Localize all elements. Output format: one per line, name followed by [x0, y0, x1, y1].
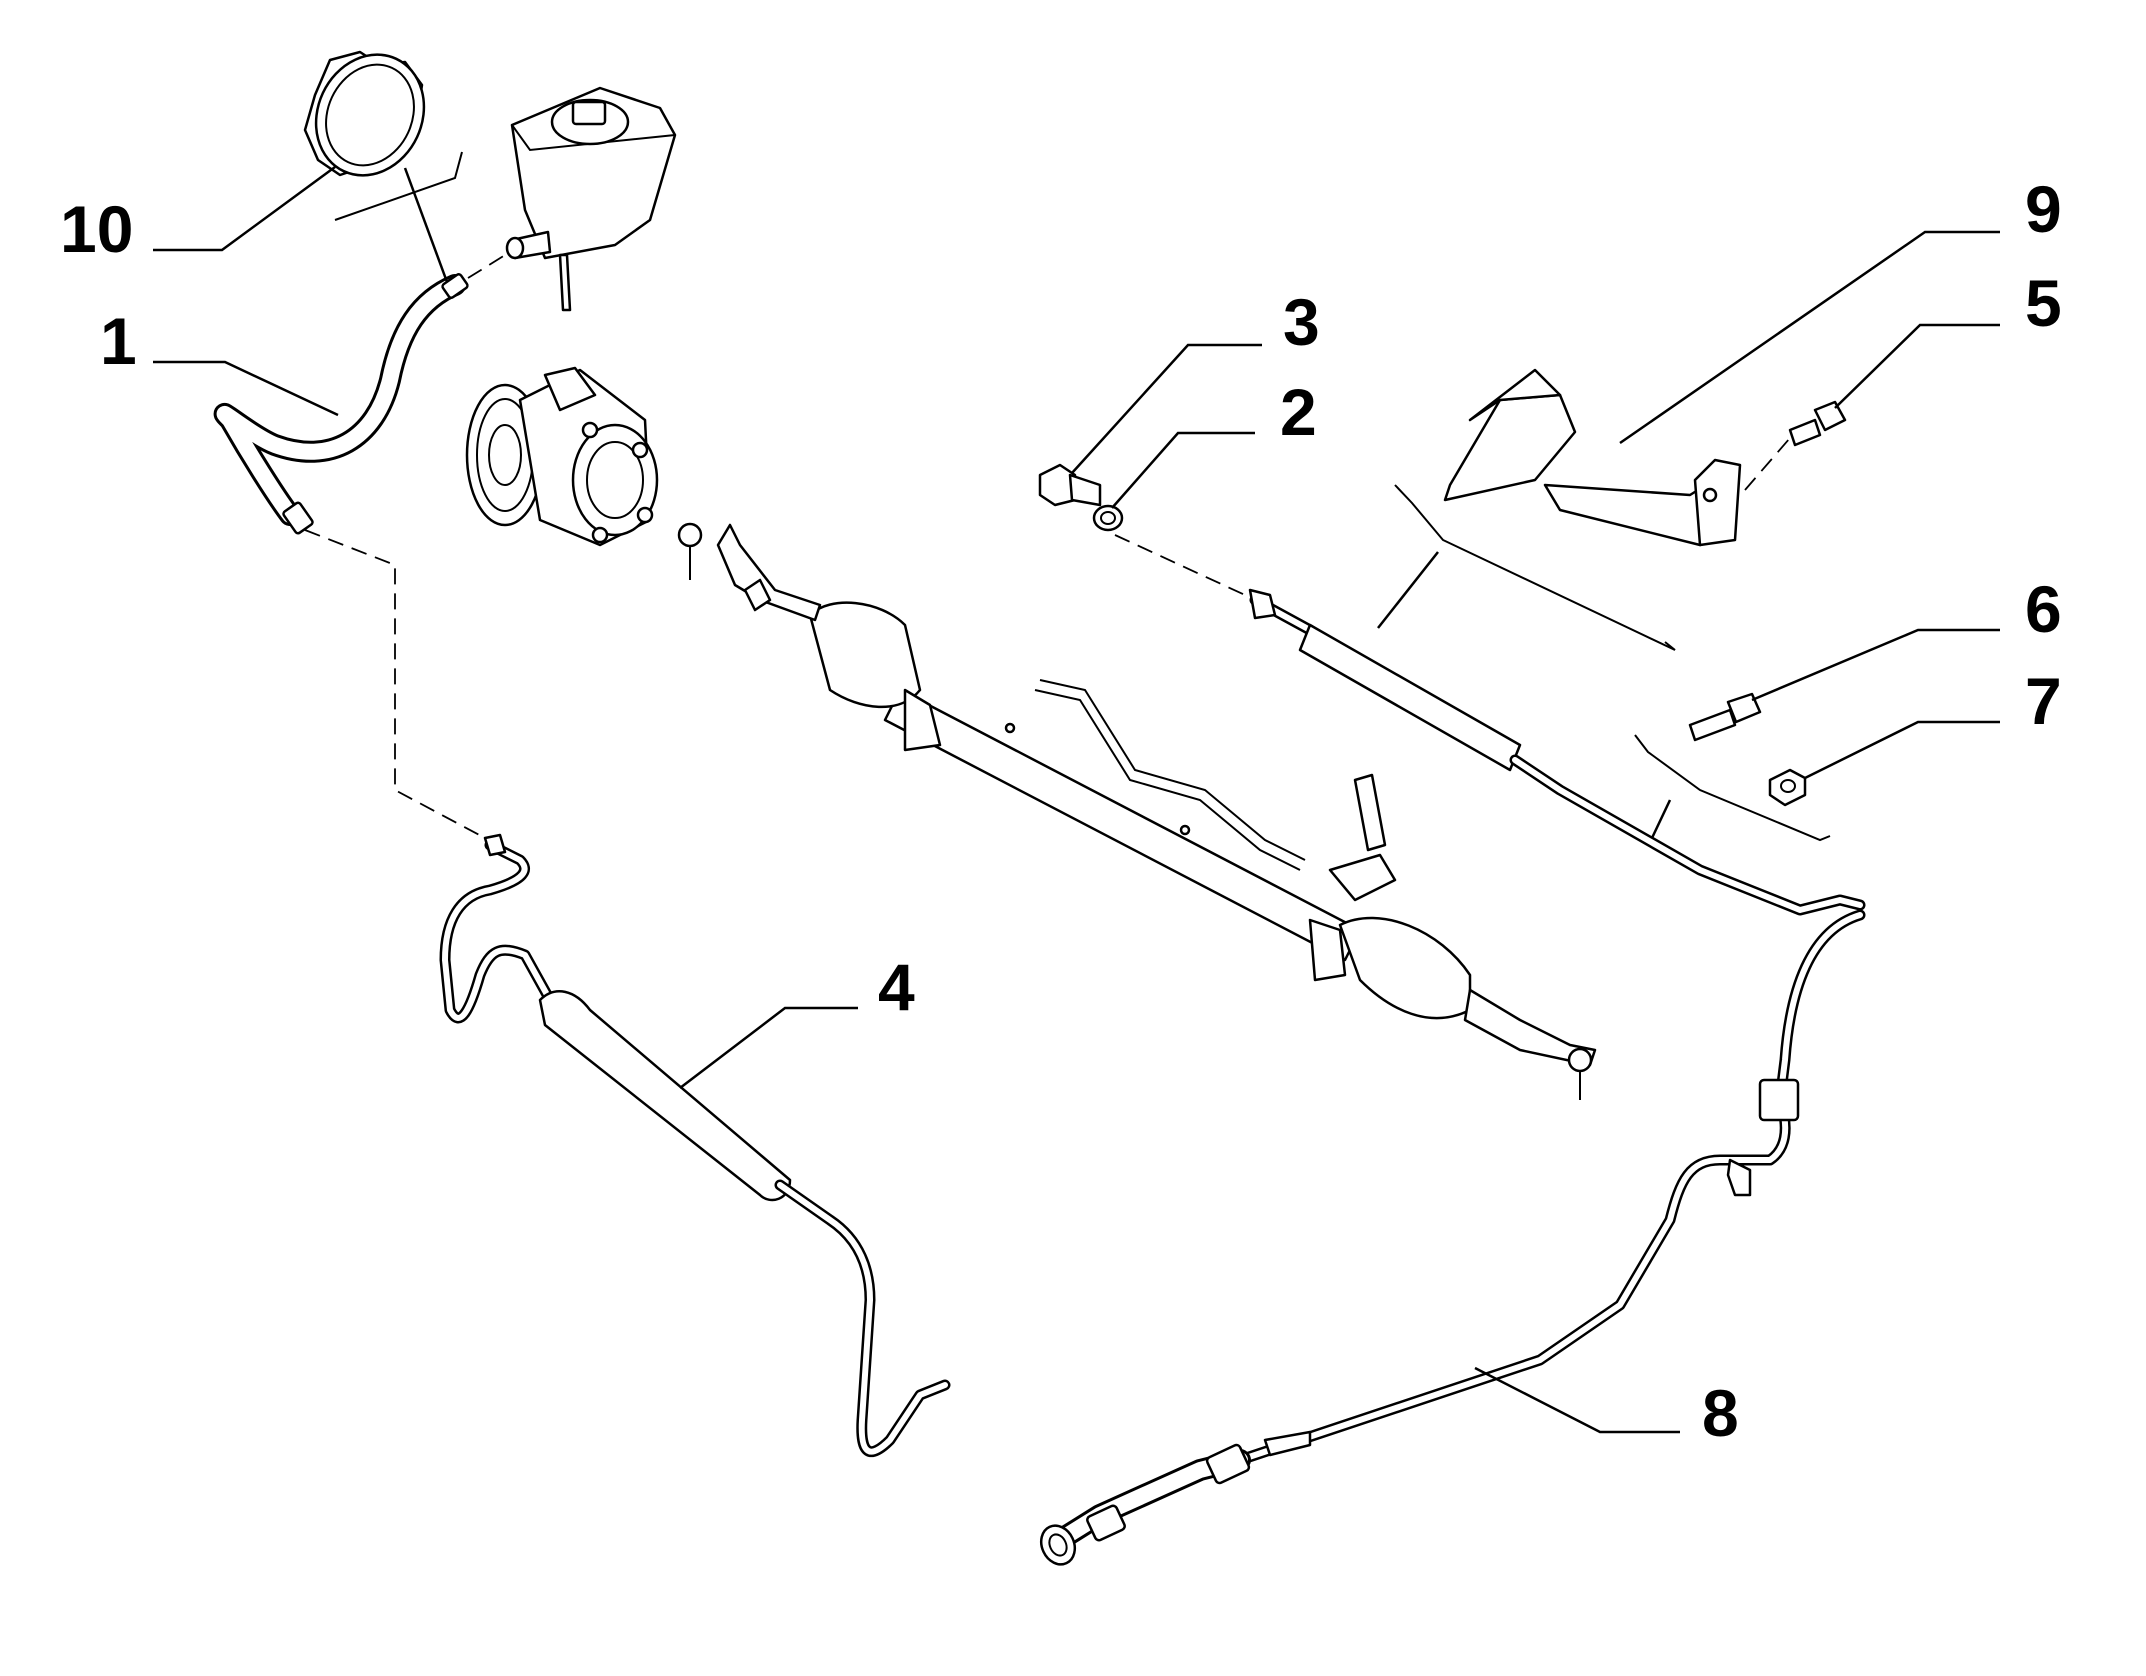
fluid-reservoir: [505, 86, 677, 312]
callout-1: 1: [100, 304, 137, 378]
callout-3: 3: [1283, 285, 1320, 359]
callout-6: 6: [2025, 572, 2062, 646]
steering-rack: [677, 522, 1597, 1100]
banjo-bolt-part-3: [1038, 463, 1102, 507]
callout-labels: 10 1 3 2 9 5 6 7 4 8: [60, 172, 2062, 1450]
callout-10: 10: [60, 192, 133, 266]
bolt-part-6: [1688, 692, 1762, 742]
leader-lines: [153, 165, 2000, 1434]
connection-dash-lines: [304, 251, 1791, 839]
seal-washer-part-2: [1092, 504, 1124, 532]
return-hose-part-1: [213, 273, 469, 535]
pipe-with-damper-part-4: [439, 833, 951, 1457]
callout-8: 8: [1702, 1376, 1739, 1450]
callout-9: 9: [2025, 172, 2062, 246]
callout-2: 2: [1280, 375, 1317, 449]
bracket-extension-lines: [334, 151, 1831, 842]
power-steering-pump: [465, 366, 659, 547]
bolt-part-5: [1788, 400, 1847, 447]
mounting-bracket-part-9: [1443, 368, 1742, 547]
nut-part-7: [1768, 768, 1807, 807]
pressure-pipe-upper: [1248, 588, 1866, 916]
pressure-hose-part-8: [1039, 909, 1866, 1566]
callout-5: 5: [2025, 266, 2062, 340]
callout-7: 7: [2025, 664, 2062, 738]
callout-4: 4: [878, 950, 915, 1024]
reservoir-cap-part-10: [303, 50, 426, 177]
